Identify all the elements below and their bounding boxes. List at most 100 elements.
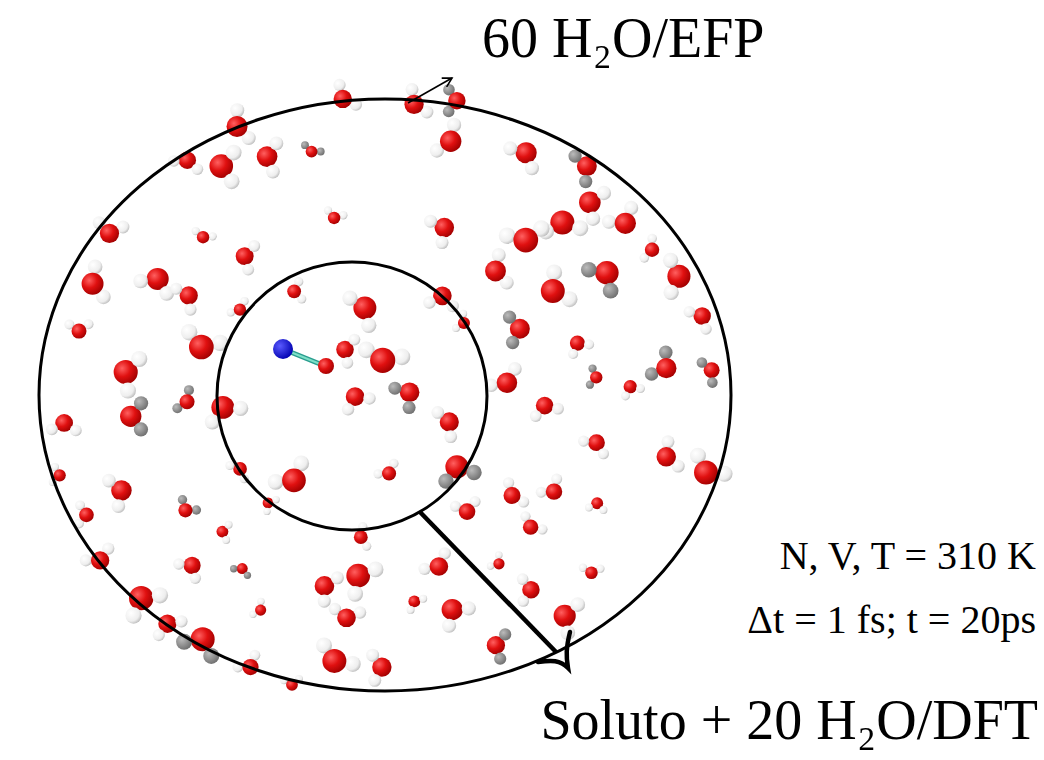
hydrogen-atom xyxy=(209,232,217,240)
water-molecule xyxy=(503,477,529,507)
hydrogen-atom xyxy=(431,406,444,419)
solute-molecule xyxy=(273,339,334,374)
hydrogen-atom xyxy=(663,285,678,300)
oxygen-atom xyxy=(693,307,710,324)
water-molecule xyxy=(173,557,201,584)
hydrogen-atom xyxy=(170,283,182,295)
hydrogen-atom xyxy=(342,290,357,305)
water-molecule xyxy=(484,362,521,393)
hydrogen-atom xyxy=(406,83,419,96)
hydrogen-atom xyxy=(603,283,619,299)
hydrogen-atom xyxy=(339,211,347,219)
hydrogen-atom xyxy=(268,474,284,490)
hydrogen-atom xyxy=(190,573,201,584)
hydrogen-atom xyxy=(442,619,456,633)
hydrogen-atom xyxy=(598,448,609,459)
oxygen-atom xyxy=(382,466,396,480)
hydrogen-atom xyxy=(88,260,103,275)
water-molecule xyxy=(418,547,450,576)
efp-region-circle xyxy=(39,99,731,691)
water-molecule xyxy=(388,382,419,414)
hydrogen-atom xyxy=(134,396,148,410)
hydrogen-atom xyxy=(581,262,597,278)
hydrogen-atom xyxy=(224,173,240,189)
hydrogen-atom xyxy=(436,236,449,249)
water-molecule xyxy=(487,628,512,664)
oxygen-atom xyxy=(328,212,340,224)
hydrogen-atom xyxy=(318,595,331,608)
hydrogen-atom xyxy=(361,318,376,333)
hydrogen-atom xyxy=(388,382,401,395)
water-molecule xyxy=(431,406,458,443)
water-molecule xyxy=(46,414,82,436)
water-molecule xyxy=(579,564,605,579)
water-molecule xyxy=(585,497,607,514)
hydrogen-atom xyxy=(419,595,427,603)
oxygen-atom xyxy=(516,142,537,163)
hydrogen-atom xyxy=(225,521,233,529)
hydrogen-atom xyxy=(700,323,712,335)
hydrogen-atom xyxy=(366,649,379,662)
hydrogen-atom xyxy=(568,349,578,359)
hydrogen-atom xyxy=(242,264,254,276)
hydrogen-atom xyxy=(551,474,562,485)
hydrogen-atom xyxy=(597,186,611,200)
hydrogen-atom xyxy=(584,339,594,349)
water-molecule xyxy=(64,319,93,338)
hydrogen-atom xyxy=(661,435,674,448)
water-molecule xyxy=(503,310,530,349)
water-molecule xyxy=(602,201,638,234)
hydrogen-atom xyxy=(233,401,248,416)
water-molecule xyxy=(342,290,376,333)
hydrogen-atom xyxy=(133,274,148,289)
water-molecules xyxy=(46,79,733,691)
hydrogen-atom xyxy=(70,424,82,436)
oxygen-atom xyxy=(570,336,585,351)
leader-arrow-thick xyxy=(420,512,570,668)
hydrogen-atom xyxy=(192,505,201,514)
hydrogen-atom xyxy=(345,656,361,672)
hydrogen-atom xyxy=(444,430,457,443)
hydrogen-atom xyxy=(368,562,384,578)
water-molecule xyxy=(407,595,428,614)
hydrogen-atom xyxy=(578,436,589,447)
hydrogen-atom xyxy=(80,554,92,566)
hydrogen-atom xyxy=(272,496,279,503)
hydrogen-atom xyxy=(447,118,461,132)
oxygen-atom xyxy=(667,265,690,288)
oxygen-atom xyxy=(430,557,449,576)
water-molecule xyxy=(536,474,563,500)
hydrogen-atom xyxy=(407,606,415,614)
water-molecule xyxy=(315,571,344,607)
oxygen-atom xyxy=(287,284,301,298)
hydrogen-atom xyxy=(707,377,718,388)
oxygen-atom xyxy=(504,487,521,504)
oxygen-atom xyxy=(322,649,346,673)
water-molecule xyxy=(517,573,540,607)
water-molecule xyxy=(690,448,733,485)
oxygen-atom xyxy=(370,348,395,373)
hydrogen-atom xyxy=(230,103,244,117)
hydrogen-atom xyxy=(572,220,588,236)
hydrogen-atom xyxy=(178,495,187,504)
hydrogen-atom xyxy=(503,477,514,488)
water-molecule xyxy=(657,435,685,472)
water-molecule xyxy=(329,603,367,627)
water-molecule xyxy=(530,397,564,422)
hydrogen-atom xyxy=(349,334,361,346)
hydrogen-atom xyxy=(125,607,141,623)
oxygen-atom xyxy=(255,605,266,616)
water-molecule xyxy=(424,215,454,249)
oxygen-atom xyxy=(440,131,461,152)
simulation-conditions: N, V, T = 310 K xyxy=(780,534,1036,578)
hydrogen-atom xyxy=(131,351,147,367)
water-molecule xyxy=(354,522,371,551)
hydrogen-atom xyxy=(546,264,562,280)
water-molecule xyxy=(80,543,115,570)
water-molecule xyxy=(192,227,217,244)
oxygen-atom xyxy=(645,243,659,257)
hydrogen-atom xyxy=(226,145,242,161)
water-molecule xyxy=(520,511,547,535)
